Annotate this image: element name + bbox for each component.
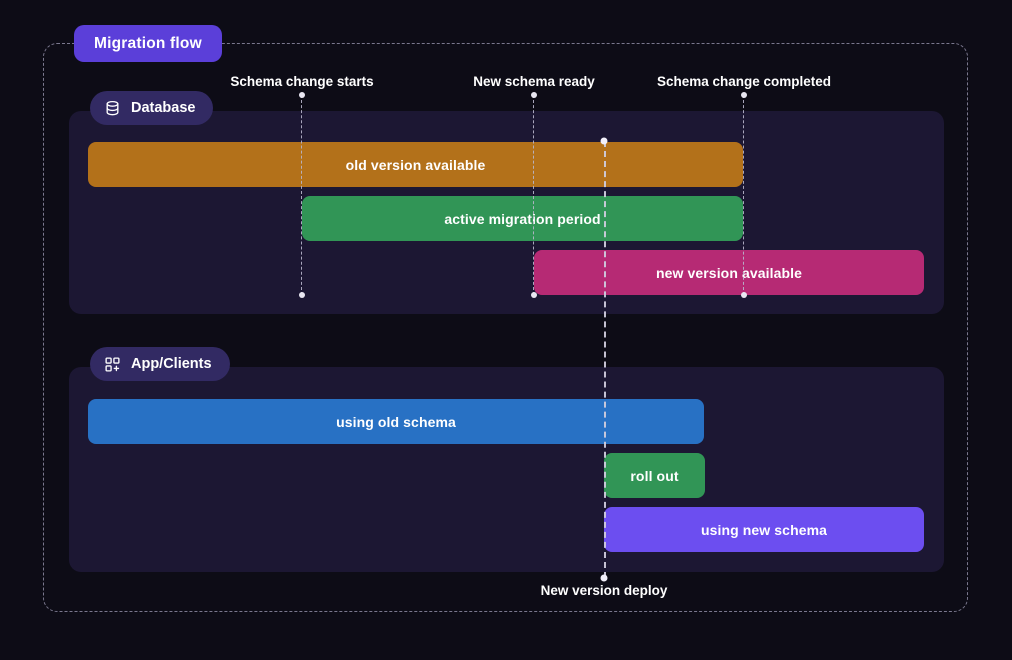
bar-label-roll-out: roll out: [630, 467, 679, 484]
milestone-label-new-schema-ready: New schema ready: [473, 74, 595, 89]
milestone-dot-schema-change-starts-top: [299, 92, 305, 98]
database-icon: [104, 100, 121, 117]
milestone-line-new-schema-ready: [533, 95, 535, 295]
deploy-marker-dot-top: [600, 137, 608, 145]
bar-active-migration-period[interactable]: active migration period: [302, 196, 743, 241]
milestone-label-schema-change-starts: Schema change starts: [230, 74, 374, 89]
lane-pill-database[interactable]: Database: [90, 91, 214, 125]
milestone-dot-new-schema-ready-bottom: [531, 292, 537, 298]
milestone-dot-schema-change-completed-top: [741, 92, 747, 98]
milestone-line-schema-change-starts: [301, 95, 303, 295]
bar-label-active-migration-period: active migration period: [444, 210, 601, 227]
bar-label-old-version-available: old version available: [345, 156, 486, 173]
bar-old-version-available[interactable]: old version available: [88, 142, 743, 187]
milestone-dot-schema-change-starts-bottom: [299, 292, 305, 298]
bar-roll-out[interactable]: roll out: [604, 453, 705, 498]
deploy-marker-dot-bottom: [600, 574, 608, 582]
bar-new-version-available[interactable]: new version available: [534, 250, 924, 295]
lane-pill-label-app-clients: App/Clients: [131, 356, 212, 372]
bar-using-new-schema[interactable]: using new schema: [604, 507, 924, 552]
deploy-marker-label: New version deploy: [540, 583, 668, 598]
milestone-line-schema-change-completed: [743, 95, 745, 295]
milestone-dot-schema-change-completed-bottom: [741, 292, 747, 298]
milestone-label-schema-change-completed: Schema change completed: [656, 74, 832, 89]
lane-pill-label-database: Database: [131, 100, 196, 116]
bar-label-using-new-schema: using new schema: [700, 521, 828, 538]
milestone-dot-new-schema-ready-top: [531, 92, 537, 98]
diagram-frame: [43, 43, 968, 612]
diagram-title-pill: Migration flow: [74, 25, 222, 62]
lane-pill-app-clients[interactable]: App/Clients: [90, 347, 230, 381]
bar-label-new-version-available: new version available: [655, 264, 803, 281]
deploy-marker-line: [603, 141, 606, 578]
bar-using-old-schema[interactable]: using old schema: [88, 399, 704, 444]
page-title: Migration flow: [94, 34, 202, 52]
bar-label-using-old-schema: using old schema: [336, 413, 456, 430]
grid-plus-icon: [104, 356, 121, 373]
